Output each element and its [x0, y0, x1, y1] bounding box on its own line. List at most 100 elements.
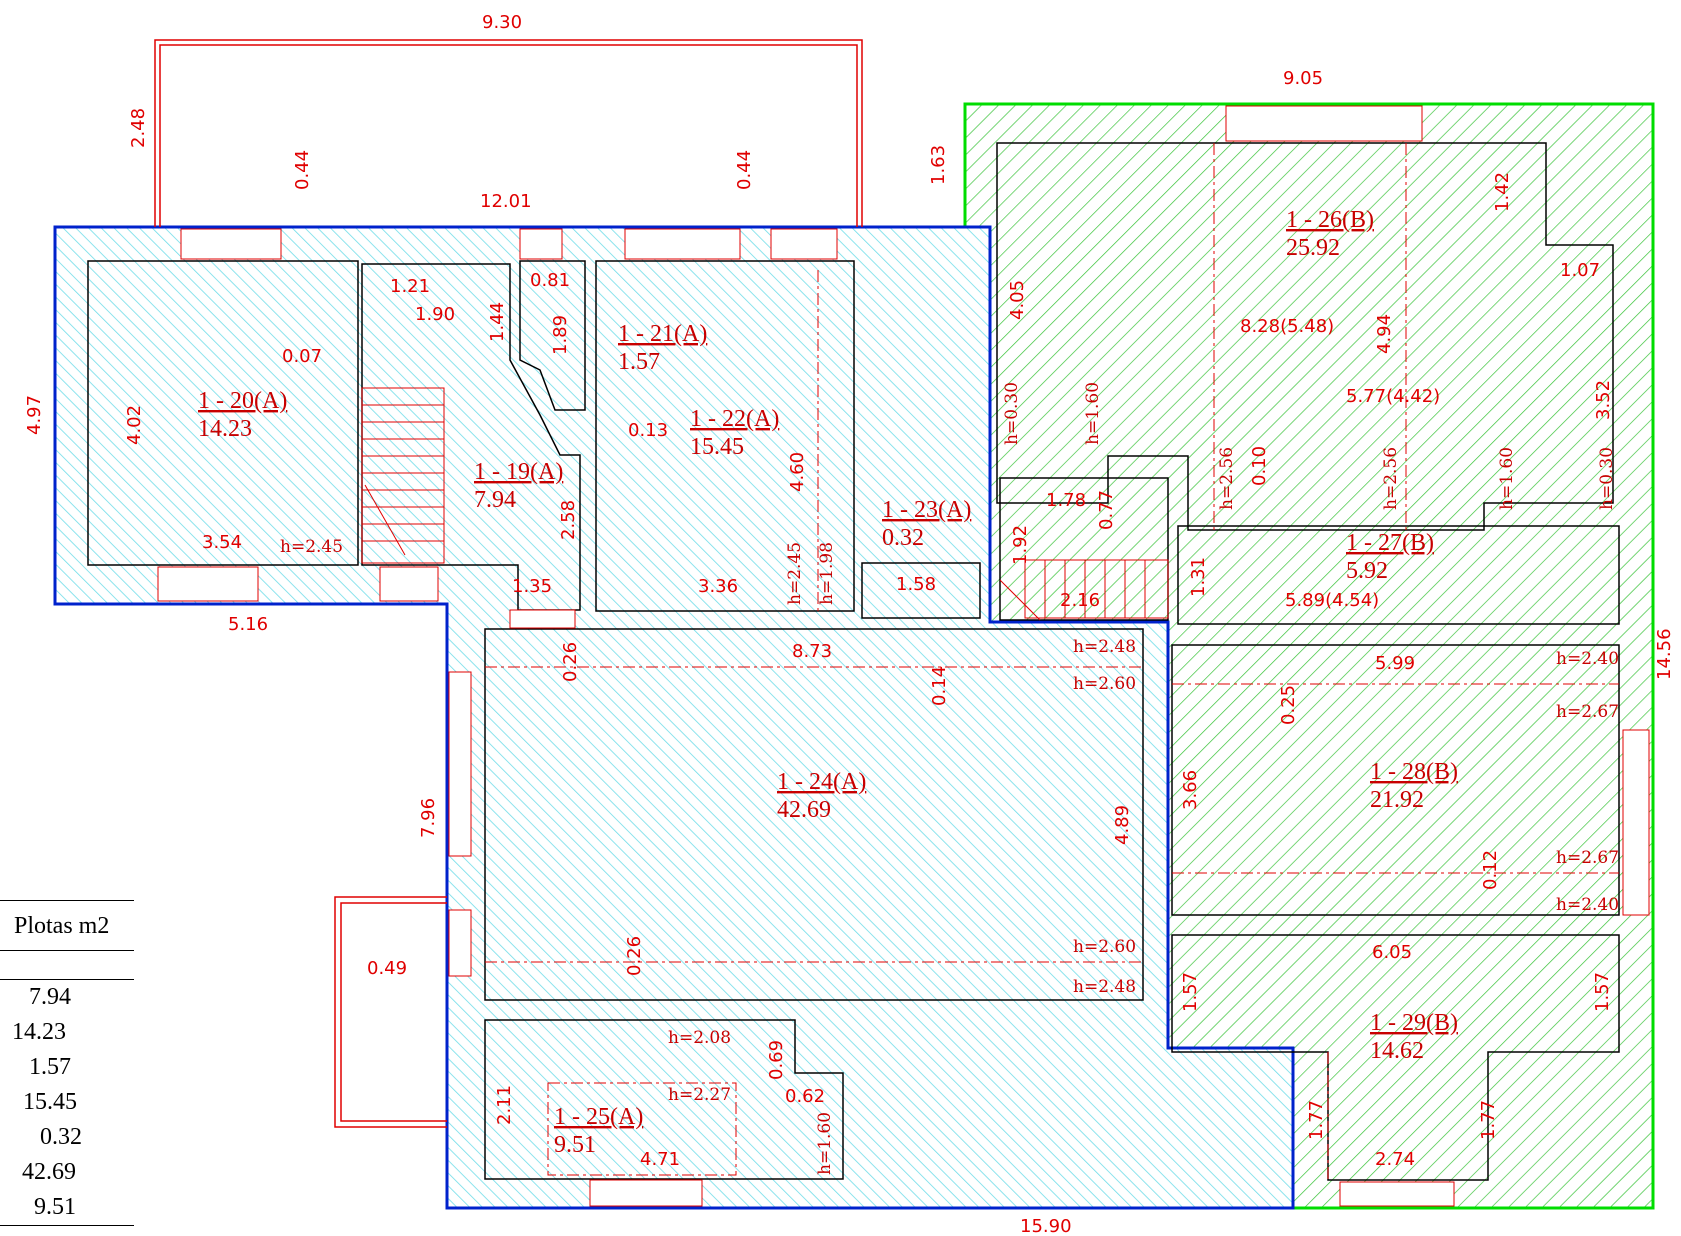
dim-0-49: 0.49: [367, 958, 407, 979]
room-1-21: [519, 260, 586, 411]
dim-5-89: 5.89(4.54): [1285, 590, 1379, 611]
svg-text:1 - 21(A): 1 - 21(A): [618, 321, 707, 347]
height-label: h=2.40: [1556, 649, 1619, 669]
area-legend: Plotas m2 7.94 14.23 1.57 15.45 0.32 42.…: [0, 900, 134, 1226]
dim-1-77-b: 1.77: [1478, 1100, 1499, 1140]
dim-4-89: 4.89: [1112, 805, 1133, 845]
svg-text:15.45: 15.45: [690, 434, 744, 460]
balcony-left: [334, 896, 447, 1128]
dim-4-60: 4.60: [787, 452, 808, 492]
dim-1-63: 1.63: [928, 145, 949, 185]
room-label-1-28: 1 - 28(B)21.92: [1370, 759, 1458, 813]
dim-5-77: 5.77(4.42): [1346, 386, 1440, 407]
height-label: h=2.48: [1073, 637, 1136, 657]
dim-1-58: 1.58: [896, 574, 936, 595]
room-label-1-22: 1 - 22(A)15.45: [690, 406, 779, 460]
svg-text:14.62: 14.62: [1370, 1038, 1424, 1064]
dim-1-57-b: 1.57: [1592, 972, 1613, 1012]
room-1-23: [861, 562, 981, 619]
height-label: h=2.45: [785, 542, 805, 605]
dim-15-90: 15.90: [1020, 1216, 1072, 1236]
dim-4-02: 4.02: [124, 405, 145, 445]
svg-text:42.69: 42.69: [777, 797, 831, 823]
room-1-20: [87, 260, 359, 566]
dim-4-94: 4.94: [1374, 314, 1395, 354]
dim-0-44-a: 0.44: [292, 150, 313, 190]
dim-5-16: 5.16: [228, 614, 268, 635]
room-label-1-20: 1 - 20(A)14.23: [198, 388, 287, 442]
dim-1-42: 1.42: [1492, 172, 1513, 212]
svg-text:5.92: 5.92: [1346, 558, 1388, 584]
height-label: h=2.48: [1073, 977, 1136, 997]
height-label: h=0.30: [1597, 447, 1617, 510]
zone-a-outline: [53, 225, 1295, 1210]
legend-row: 14.23: [12, 1019, 66, 1045]
dim-0-14: 0.14: [929, 666, 950, 706]
svg-text:1 - 23(A): 1 - 23(A): [882, 497, 971, 523]
svg-text:1 - 19(A): 1 - 19(A): [474, 459, 563, 485]
dim-2-11: 2.11: [494, 1085, 515, 1125]
dim-0-69: 0.69: [766, 1040, 787, 1080]
dim-1-35: 1.35: [512, 576, 552, 597]
height-labels: h=2.45 h=2.45 h=1.98 h=2.48 h=2.60 h=2.6…: [280, 382, 1619, 1175]
room-1-26: [996, 142, 1614, 531]
dim-0-26-b: 0.26: [624, 936, 645, 976]
room-stair-b: [999, 477, 1169, 621]
room-interiors: [87, 142, 1620, 1181]
svg-text:7.94: 7.94: [474, 487, 516, 513]
height-label: h=1.60: [1497, 447, 1517, 510]
dim-2-58: 2.58: [558, 500, 579, 540]
legend-row: 42.69: [22, 1159, 76, 1185]
dashed-lines: [485, 143, 1619, 1180]
room-label-1-29: 1 - 29(B)14.62: [1370, 1010, 1458, 1064]
legend-header: Plotas m2: [0, 900, 134, 951]
dim-0-81: 0.81: [530, 270, 570, 291]
svg-text:14.23: 14.23: [198, 416, 252, 442]
legend-row: 0.32: [40, 1124, 82, 1150]
height-label: h=2.60: [1073, 937, 1136, 957]
room-label-1-24: 1 - 24(A)42.69: [777, 769, 866, 823]
dim-9-30: 9.30: [482, 12, 522, 33]
dim-0-44-b: 0.44: [734, 150, 755, 190]
dim-4-05: 4.05: [1007, 280, 1028, 320]
svg-text:1 - 22(A): 1 - 22(A): [690, 406, 779, 432]
svg-text:1 - 25(A): 1 - 25(A): [554, 1104, 643, 1130]
room-1-19: [361, 263, 581, 611]
dim-4-97: 4.97: [24, 395, 45, 435]
svg-text:21.92: 21.92: [1370, 787, 1424, 813]
room-label-1-21: 1 - 21(A)1.57: [618, 321, 707, 375]
dim-0-13: 0.13: [628, 420, 668, 441]
dim-6-05: 6.05: [1372, 942, 1412, 963]
height-label: h=2.60: [1073, 674, 1136, 694]
room-label-1-27: 1 - 27(B)5.92: [1346, 530, 1434, 584]
height-label: h=1.60: [815, 1112, 835, 1175]
dim-2-16: 2.16: [1060, 590, 1100, 611]
svg-text:25.92: 25.92: [1286, 235, 1340, 261]
room-label-1-26: 1 - 26(B)25.92: [1286, 207, 1374, 261]
dim-3-52: 3.52: [1593, 380, 1614, 420]
height-label: h=2.08: [668, 1028, 731, 1048]
dim-1-44: 1.44: [487, 302, 508, 342]
dim-1-21: 1.21: [390, 276, 430, 297]
dim-8-73: 8.73: [792, 641, 832, 662]
dim-0-26-a: 0.26: [560, 642, 581, 682]
room-1-29: [1171, 934, 1620, 1181]
windows: [157, 105, 1650, 1207]
dim-3-66: 3.66: [1180, 770, 1201, 810]
height-label: h=1.98: [817, 542, 837, 605]
legend-row: 9.51: [0, 1190, 134, 1226]
dim-0-62: 0.62: [785, 1086, 825, 1107]
height-label: h=2.67: [1556, 702, 1619, 722]
svg-text:1 - 24(A): 1 - 24(A): [777, 769, 866, 795]
svg-text:1 - 28(B): 1 - 28(B): [1370, 759, 1458, 785]
dim-1-77-a: 1.77: [1306, 1100, 1327, 1140]
room-1-28: [1171, 644, 1620, 916]
dim-1-31: 1.31: [1188, 557, 1209, 597]
room-1-25: [484, 1019, 844, 1180]
dim-2-74: 2.74: [1375, 1149, 1415, 1170]
svg-text:1 - 20(A): 1 - 20(A): [198, 388, 287, 414]
height-label: h=1.60: [1083, 382, 1103, 445]
dim-12-01: 12.01: [480, 191, 532, 212]
dim-5-99: 5.99: [1375, 653, 1415, 674]
